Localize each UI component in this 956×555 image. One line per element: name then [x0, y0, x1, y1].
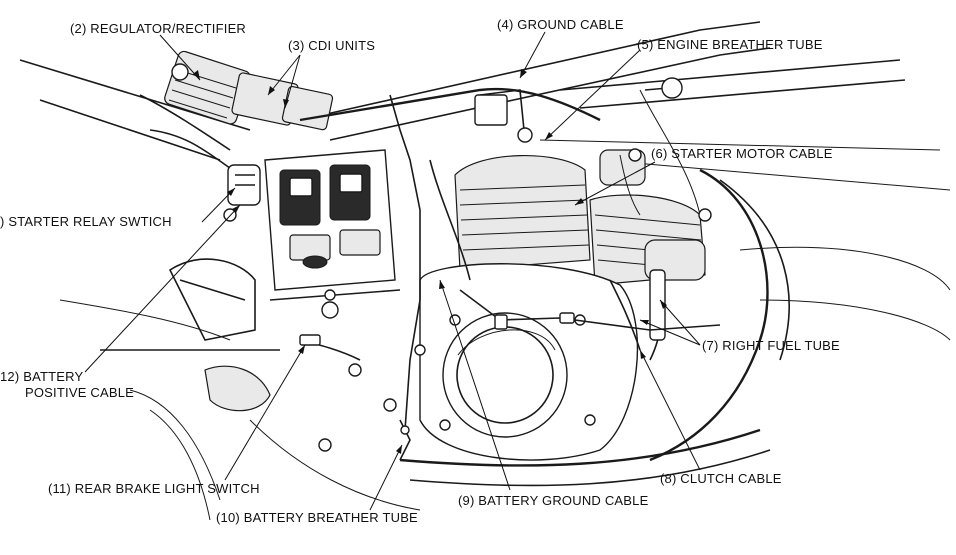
leader-lines: [84, 31, 701, 511]
callout-ground-cable: (4) GROUND CABLE: [497, 17, 624, 32]
callout-starter-relay-switch: ) STARTER RELAY SWTICH: [0, 214, 172, 229]
callout-battery-positive-cable-line2: POSITIVE CABLE: [25, 385, 134, 400]
callout-cdi-units: (3) CDI UNITS: [288, 38, 375, 53]
callout-starter-motor-cable: (6) STARTER MOTOR CABLE: [651, 146, 833, 161]
callout-rear-brake-light-switch: (11) REAR BRAKE LIGHT SWITCH: [48, 481, 260, 496]
regulator-rectifier-drawing: [164, 50, 251, 125]
callout-regulator-rectifier: (2) REGULATOR/RECTIFIER: [70, 21, 246, 36]
callout-clutch-cable: (8) CLUTCH CABLE: [660, 471, 782, 486]
wiring-harness-drawing: [299, 77, 721, 461]
battery-box-drawing: [264, 149, 401, 301]
callout-battery-breather-tube: (10) BATTERY BREATHER TUBE: [216, 510, 418, 525]
callout-battery-ground-cable: (9) BATTERY GROUND CABLE: [458, 493, 649, 508]
callout-battery-positive-cable-line1: 12) BATTERY: [0, 369, 83, 384]
callout-labels: (2) REGULATOR/RECTIFIER (3) CDI UNITS (4…: [0, 17, 840, 525]
motorcycle-frame-drawing: [19, 21, 951, 521]
callout-right-fuel-tube: (7) RIGHT FUEL TUBE: [702, 338, 840, 353]
callout-engine-breather-tube: (5) ENGINE BREATHER TUBE: [637, 37, 823, 52]
engine-drawing: [318, 148, 706, 461]
